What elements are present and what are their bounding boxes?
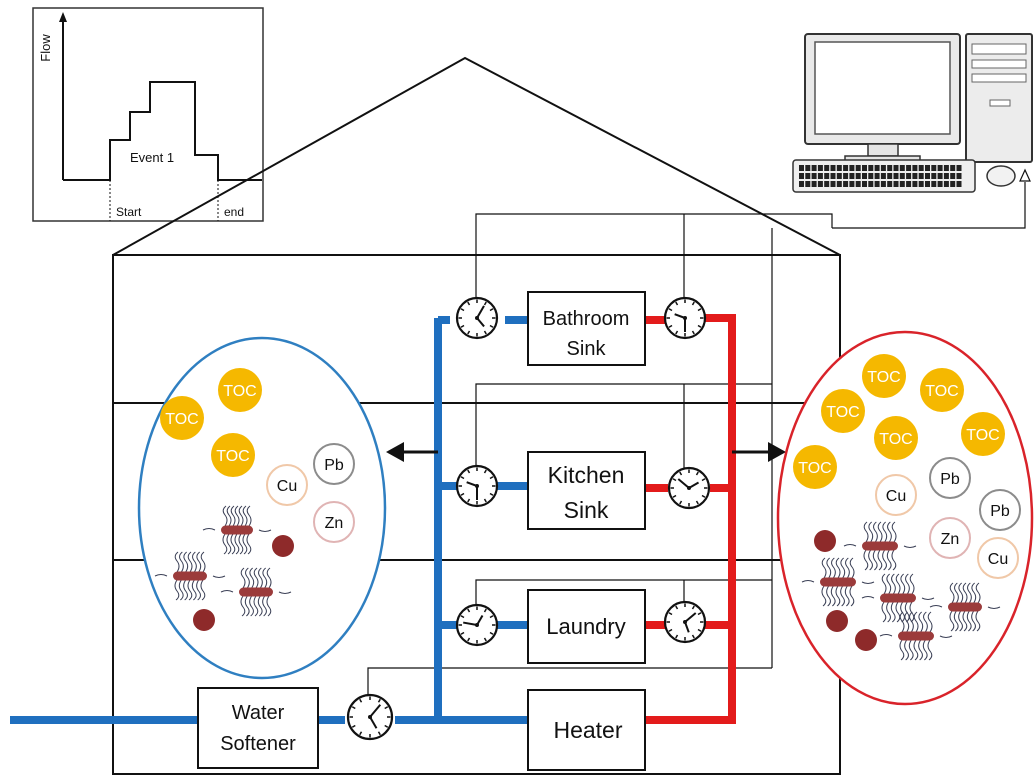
metal-zn: Zn (929, 517, 971, 559)
toc-label: TOC (165, 411, 198, 428)
flow-meter-bathroom-cold (455, 296, 499, 340)
particle (272, 535, 294, 557)
metal-label: Pb (990, 503, 1010, 520)
svg-text:Laundry: Laundry (546, 614, 626, 639)
toc-label: TOC (867, 369, 900, 386)
toc-particle: TOC (874, 416, 918, 460)
toc-particle: TOC (211, 433, 255, 477)
fixture-heater: Heater (527, 689, 646, 771)
flow-graph-end-label: end (224, 205, 244, 219)
keyboard-keys (799, 165, 962, 187)
svg-text:Kitchen: Kitchen (548, 462, 625, 488)
metal-cu: Cu (266, 464, 308, 506)
flow-graph-event-label: Event 1 (130, 150, 174, 165)
particle (826, 610, 848, 632)
computer-stand (867, 143, 899, 157)
metal-pb: Pb (979, 489, 1021, 531)
flow-meter-kitchen-cold (455, 464, 499, 508)
metal-pb: Pb (929, 457, 971, 499)
metal-label: Cu (988, 551, 1008, 568)
svg-text:Softener: Softener (220, 733, 296, 755)
toc-label: TOC (925, 383, 958, 400)
flow-graph: Flow Event 1 Start end (32, 7, 264, 222)
bacterium (929, 582, 1001, 632)
particle (814, 530, 836, 552)
bacterium (843, 521, 917, 571)
metal-label: Cu (277, 478, 297, 495)
svg-text:Bathroom: Bathroom (543, 308, 630, 330)
metal-label: Cu (886, 488, 906, 505)
toc-label: TOC (966, 427, 999, 444)
toc-particle: TOC (821, 389, 865, 433)
flow-meter-main (346, 693, 394, 741)
bacterium (154, 551, 226, 601)
svg-text:Sink: Sink (564, 497, 609, 523)
flow-graph-y-arrow (59, 12, 67, 22)
toc-label: TOC (826, 404, 859, 421)
flow-graph-ylabel: Flow (38, 34, 53, 62)
svg-text:Heater: Heater (553, 717, 622, 743)
hot-water-pipes (645, 314, 736, 724)
signal-wires (367, 182, 1026, 697)
metal-cu: Cu (977, 537, 1019, 579)
metal-label: Zn (325, 515, 344, 532)
house-roof (112, 56, 841, 256)
toc-label: TOC (879, 431, 912, 448)
fixture-bathroom-sink: Bathroom Sink (527, 291, 646, 366)
flow-meter-laundry-hot (663, 600, 707, 644)
toc-particle: TOC (961, 412, 1005, 456)
bacterium (861, 573, 935, 623)
toc-label: TOC (216, 448, 249, 465)
toc-particle: TOC (920, 368, 964, 412)
particle (855, 629, 877, 651)
toc-label: TOC (223, 383, 256, 400)
svg-text:Sink: Sink (567, 338, 607, 360)
bacterium (879, 611, 953, 661)
fixture-water-softener: Water Softener (197, 687, 319, 769)
metal-pb: Pb (313, 443, 355, 485)
bacterium (202, 505, 272, 555)
computer-mouse (986, 165, 1016, 187)
sample-arrows (386, 442, 786, 462)
flow-meters (346, 296, 711, 741)
computer-icon (792, 33, 1033, 193)
cold-water-pipes (10, 316, 530, 724)
metal-label: Pb (940, 471, 960, 488)
metal-cu: Cu (875, 474, 917, 516)
cold-sample-arrow (386, 442, 404, 462)
flow-graph-frame (32, 7, 264, 222)
toc-particle: TOC (218, 368, 262, 412)
toc-particle: TOC (862, 354, 906, 398)
fixture-laundry: Laundry (527, 589, 646, 664)
flow-meter-bathroom-hot (663, 296, 707, 340)
computer-signal-arrow (1019, 168, 1031, 182)
computer-screen (814, 41, 951, 135)
flow-graph-start-label: Start (116, 205, 142, 219)
metal-label: Zn (941, 531, 960, 548)
flow-meter-laundry-cold (455, 603, 499, 647)
toc-label: TOC (798, 460, 831, 477)
toc-particle: TOC (793, 445, 837, 489)
svg-text:Water: Water (232, 702, 285, 724)
fixture-kitchen-sink: Kitchen Sink (527, 451, 646, 530)
particle (193, 609, 215, 631)
metal-zn: Zn (313, 501, 355, 543)
hot-sample-arrow (768, 442, 786, 462)
flow-meter-kitchen-hot (667, 466, 711, 510)
flow-graph-trace (63, 81, 262, 181)
toc-particle: TOC (160, 396, 204, 440)
bacterium (220, 567, 292, 617)
metal-label: Pb (324, 457, 344, 474)
bacterium (801, 557, 875, 607)
